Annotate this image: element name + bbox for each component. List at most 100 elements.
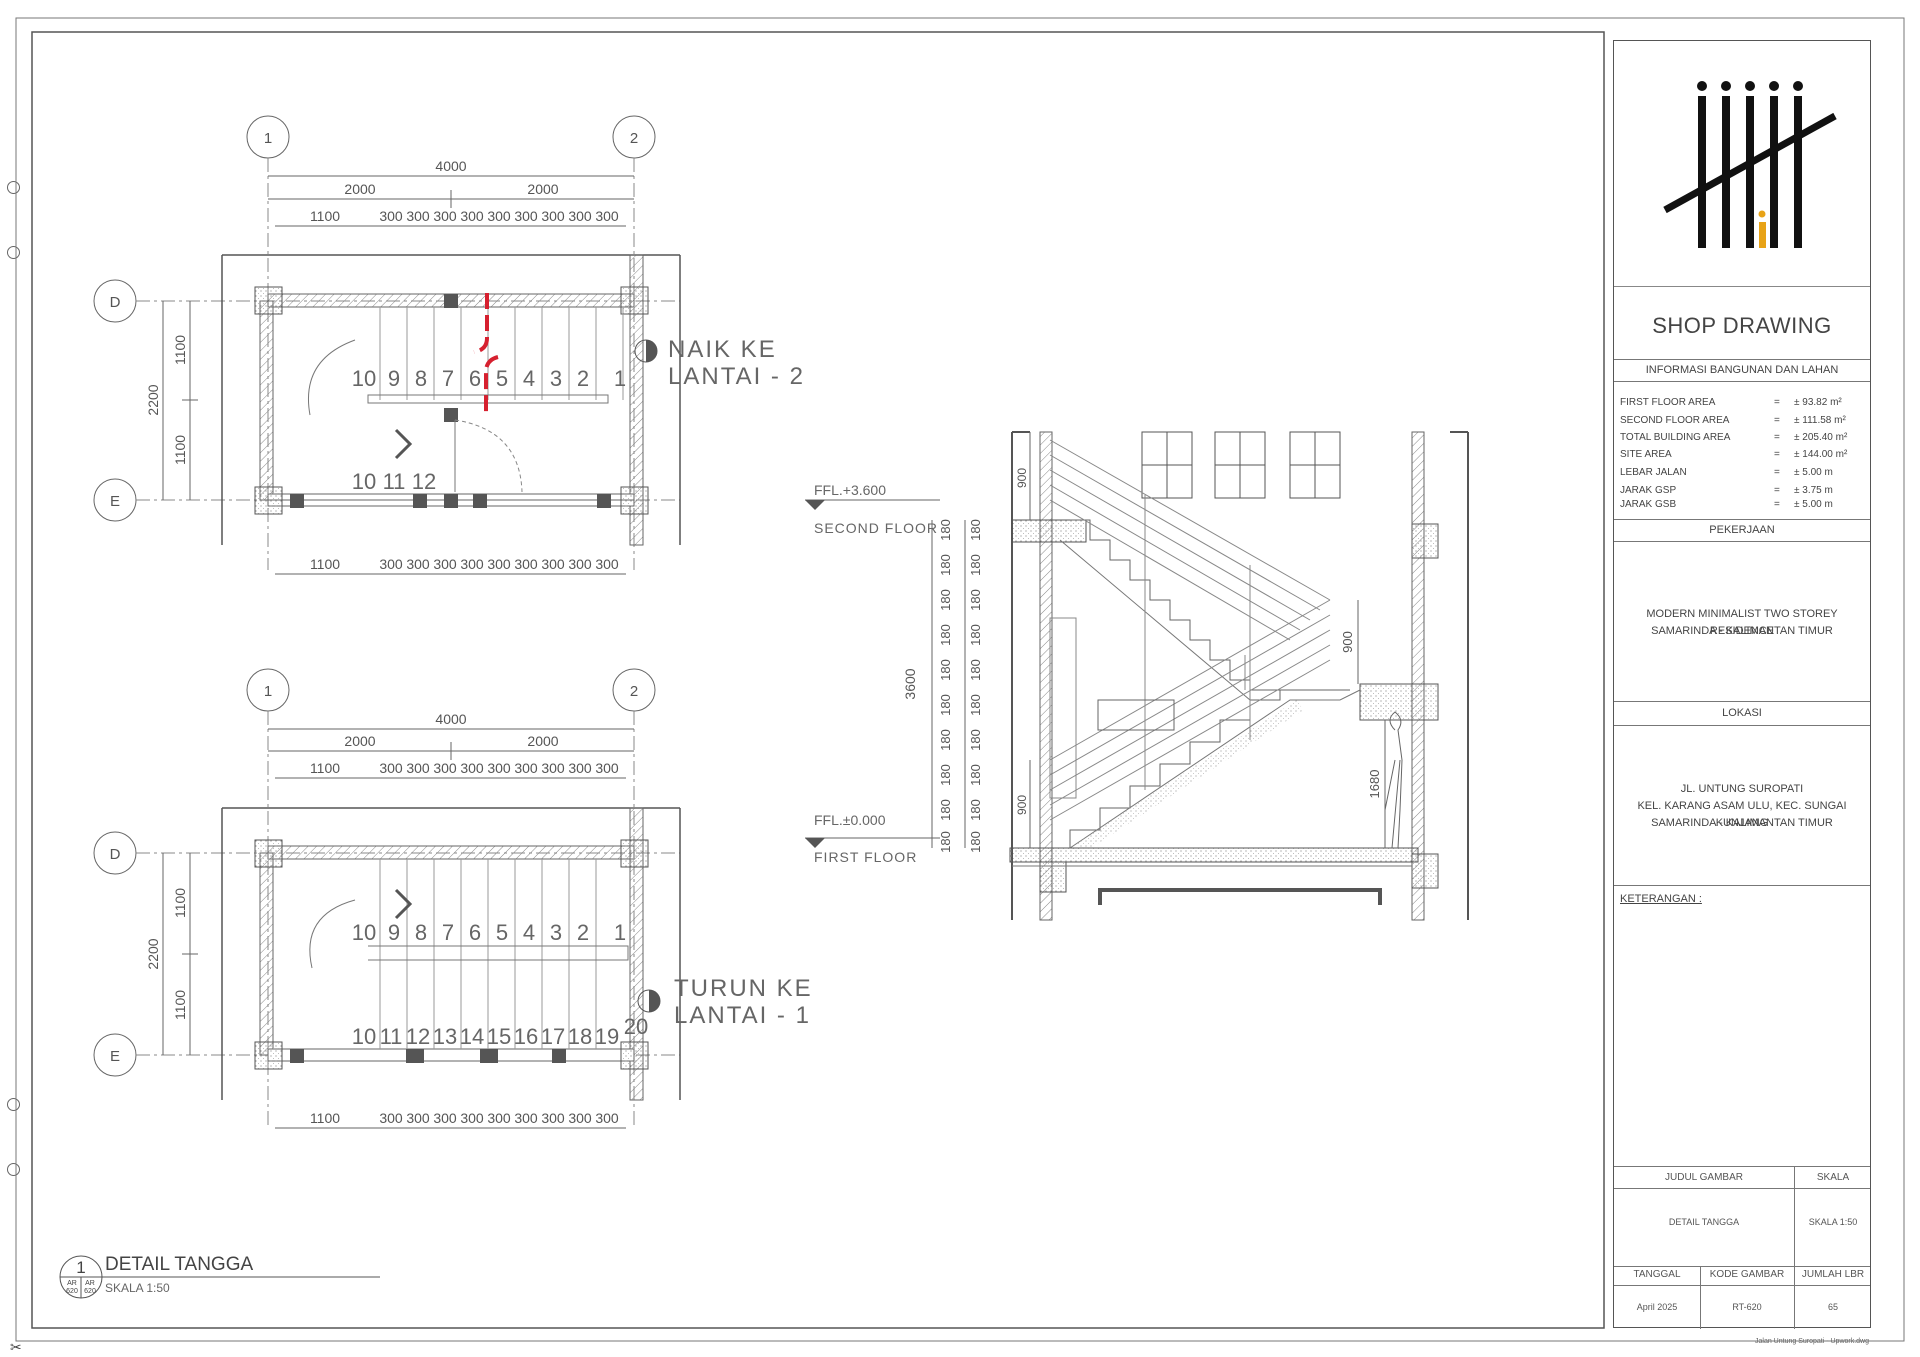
- svg-text:2200: 2200: [145, 384, 161, 415]
- plan-label: LANTAI - 2: [668, 363, 805, 390]
- file-note: Jalan Untung Suropati - Upwork.dwg: [1755, 1338, 1870, 1345]
- svg-text:180: 180: [968, 799, 983, 821]
- svg-text:180: 180: [938, 659, 953, 681]
- kode-header: KODE GAMBAR: [1709, 1269, 1785, 1280]
- svg-text:1100: 1100: [172, 888, 188, 918]
- svg-text:300: 300: [487, 760, 511, 776]
- svg-text:300: 300: [460, 760, 484, 776]
- svg-text:300: 300: [379, 556, 403, 572]
- svg-text:300: 300: [487, 1110, 511, 1126]
- break-line: [473, 293, 499, 415]
- svg-text:180: 180: [938, 729, 953, 751]
- svg-text:180: 180: [968, 659, 983, 681]
- svg-text:11: 11: [380, 1024, 403, 1049]
- svg-text:300: 300: [406, 760, 430, 776]
- svg-text:300: 300: [433, 760, 457, 776]
- svg-text:300: 300: [568, 208, 592, 224]
- judul-header: JUDUL GAMBAR: [1665, 1172, 1743, 1183]
- svg-text:300: 300: [595, 1110, 619, 1126]
- svg-text:180: 180: [938, 519, 953, 541]
- svg-text:300: 300: [568, 760, 592, 776]
- svg-text:300: 300: [595, 760, 619, 776]
- svg-text:1100: 1100: [172, 335, 188, 365]
- svg-text:180: 180: [938, 624, 953, 646]
- sheet-type: SHOP DRAWING: [1652, 313, 1832, 338]
- svg-text:900: 900: [1015, 795, 1029, 815]
- svg-text:180: 180: [968, 589, 983, 611]
- svg-text:1: 1: [76, 1258, 85, 1277]
- svg-text:1: 1: [614, 366, 626, 391]
- plan-label: NAIK KE: [668, 336, 777, 363]
- dim-label: 4000: [435, 158, 466, 174]
- binder-hole: [7, 1163, 20, 1176]
- svg-text:12: 12: [406, 1024, 430, 1049]
- info-header: INFORMASI BANGUNAN DAN LAHAN: [1645, 364, 1839, 376]
- svg-text:300: 300: [433, 556, 457, 572]
- svg-text:3600: 3600: [902, 668, 918, 699]
- svg-text:180: 180: [968, 554, 983, 576]
- svg-text:2200: 2200: [145, 938, 161, 969]
- svg-text:300: 300: [460, 208, 484, 224]
- svg-text:E: E: [110, 1048, 120, 1065]
- scissors-icon: ✂: [10, 1339, 22, 1355]
- svg-text:5: 5: [496, 920, 508, 945]
- svg-text:180: 180: [968, 624, 983, 646]
- drawing-scale: SKALA 1:50: [105, 1281, 170, 1295]
- svg-text:300: 300: [433, 208, 457, 224]
- dim-label: 2000: [527, 181, 558, 197]
- svg-text:300: 300: [514, 208, 538, 224]
- kode-value: RT-620: [1732, 1302, 1762, 1312]
- ii-studio-logo: [1663, 81, 1837, 248]
- svg-text:D: D: [110, 846, 121, 863]
- binder-hole: [7, 246, 20, 259]
- svg-text:2: 2: [577, 366, 589, 391]
- jumlah-value: 65: [1827, 1302, 1838, 1312]
- grid-label: E: [110, 493, 120, 510]
- svg-text:300: 300: [379, 760, 403, 776]
- svg-text:180: 180: [938, 694, 953, 716]
- svg-text:17: 17: [541, 1024, 565, 1049]
- svg-text:180: 180: [968, 729, 983, 751]
- level-label: FIRST FLOOR: [814, 849, 917, 865]
- svg-text:4: 4: [523, 920, 535, 945]
- plan-label: LANTAI - 1: [674, 1002, 811, 1029]
- jumlah-header: JUMLAH LBR: [1801, 1269, 1865, 1280]
- stair-section: 900 1680 900 900 FFL.+3.600 SECOND FLOOR…: [805, 431, 1469, 921]
- svg-text:300: 300: [541, 556, 565, 572]
- dim-label: 1100: [310, 208, 340, 224]
- svg-text:3: 3: [550, 366, 562, 391]
- dim-label: 1100: [310, 556, 340, 572]
- svg-text:11: 11: [383, 469, 406, 494]
- svg-text:4000: 4000: [435, 711, 466, 727]
- svg-text:4: 4: [523, 366, 535, 391]
- grid-label: 2: [630, 130, 638, 147]
- binder-hole: [7, 181, 20, 194]
- svg-text:12: 12: [412, 469, 436, 494]
- svg-text:20: 20: [624, 1014, 648, 1039]
- title-block: SHOP DRAWING INFORMASI BANGUNAN DAN LAHA…: [1613, 40, 1871, 1329]
- svg-text:2: 2: [577, 920, 589, 945]
- svg-text:300: 300: [487, 556, 511, 572]
- svg-text:180: 180: [968, 764, 983, 786]
- svg-text:300: 300: [541, 1110, 565, 1126]
- svg-text:300: 300: [433, 1110, 457, 1126]
- svg-text:16: 16: [514, 1024, 538, 1049]
- svg-text:300: 300: [379, 208, 403, 224]
- svg-text:300: 300: [541, 760, 565, 776]
- svg-text:3: 3: [550, 920, 562, 945]
- svg-text:AR: AR: [85, 1280, 95, 1287]
- keterangan-label: KETERANGAN :: [1620, 893, 1702, 905]
- svg-text:2000: 2000: [344, 733, 375, 749]
- svg-text:10: 10: [352, 469, 376, 494]
- lokasi-header: LOKASI: [1722, 707, 1762, 719]
- svg-text:300: 300: [541, 208, 565, 224]
- svg-text:6: 6: [469, 366, 481, 391]
- svg-text:300: 300: [514, 556, 538, 572]
- lokasi-line: JL. UNTUNG SUROPATI: [1680, 783, 1804, 795]
- skala-header: SKALA: [1816, 1172, 1850, 1183]
- svg-text:10: 10: [352, 366, 376, 391]
- svg-text:300: 300: [406, 1110, 430, 1126]
